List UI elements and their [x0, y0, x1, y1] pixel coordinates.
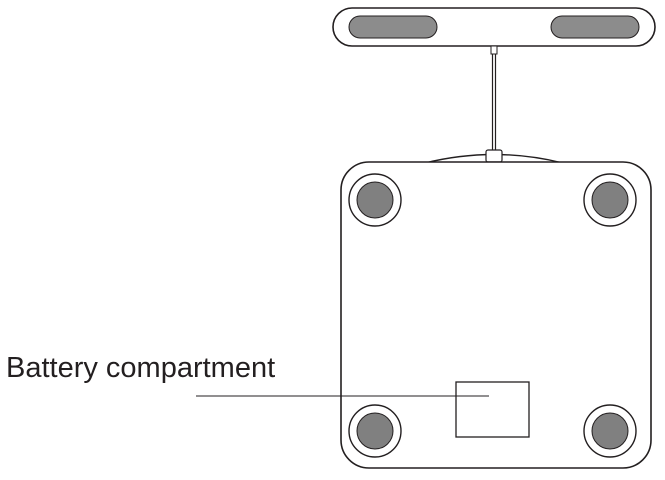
foot-top-left: [348, 173, 402, 227]
battery-compartment-label: Battery compartment: [6, 352, 276, 384]
connecting-cable: [490, 45, 498, 152]
scale-base: [340, 161, 652, 469]
foot-top-right: [583, 173, 637, 227]
foot-bottom-right: [583, 404, 637, 458]
cable-top-connector: [490, 45, 498, 55]
display-panel-right: [550, 15, 640, 39]
foot-bottom-left: [348, 404, 402, 458]
cable-bottom-connector: [485, 149, 503, 163]
battery-compartment: [455, 381, 530, 438]
display-panel-left: [348, 15, 438, 39]
display-unit: [332, 7, 656, 47]
